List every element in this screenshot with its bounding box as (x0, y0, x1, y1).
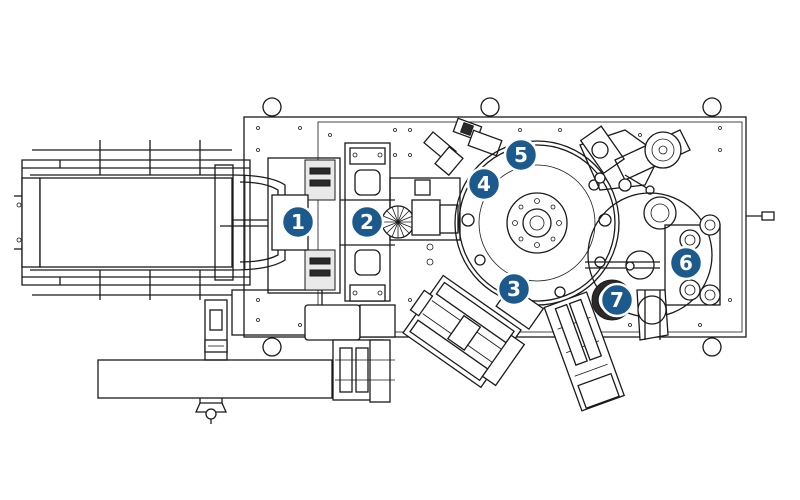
marker-label-3: 3 (507, 277, 521, 301)
marker-station-2: 2 (349, 204, 385, 240)
marker-station-6: 6 (668, 245, 704, 281)
right-turret (585, 192, 721, 318)
marker-label-7: 7 (610, 288, 624, 312)
top-sensors (423, 117, 503, 177)
marker-label-2: 2 (360, 210, 374, 234)
labeling-arm (579, 125, 691, 195)
marker-label-5: 5 (514, 143, 528, 167)
marker-station-1: 1 (280, 204, 316, 240)
marker-label-6: 6 (679, 251, 693, 275)
marker-station-3: 3 (496, 271, 532, 307)
drive-assembly (231, 289, 396, 403)
support-rail (97, 299, 333, 424)
station-markers: 1 2 3 4 5 6 7 (280, 137, 704, 318)
marker-label-4: 4 (477, 172, 491, 196)
infeed-conveyor (14, 140, 286, 300)
main-turret (454, 140, 620, 306)
marker-station-5: 5 (503, 137, 539, 173)
marker-station-4: 4 (466, 166, 502, 202)
marker-station-7: 7 (599, 282, 635, 318)
indexing-starwheel (381, 177, 461, 266)
marker-label-1: 1 (291, 210, 305, 234)
